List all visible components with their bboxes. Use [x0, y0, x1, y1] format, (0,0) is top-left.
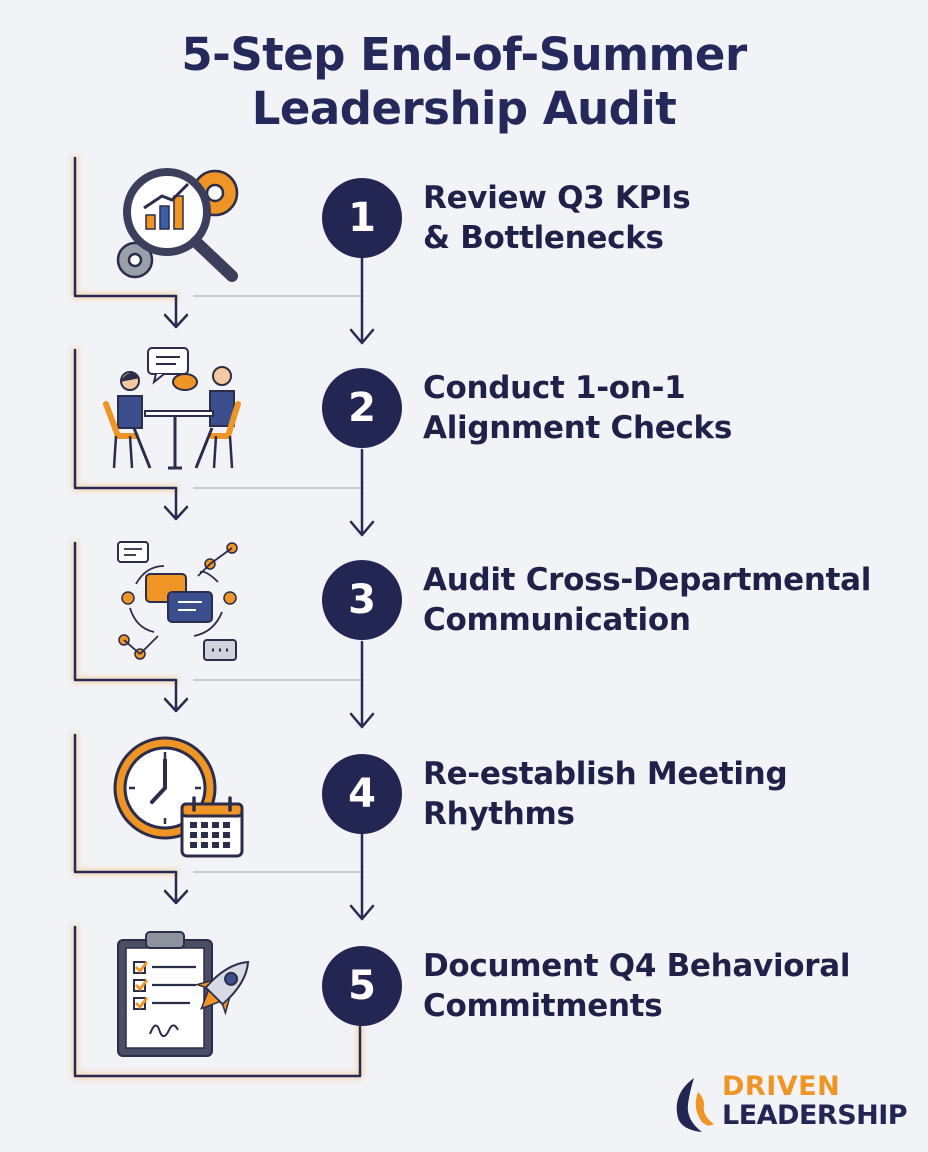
kpi-analysis-icon — [116, 168, 239, 282]
step-2-number: 2 — [322, 368, 402, 448]
step-5-label: Document Q4 Behavioral Commitments — [423, 946, 851, 1026]
title-line-2: Leadership Audit — [251, 82, 677, 135]
title-line-1: 5-Step End-of-Summer — [181, 28, 747, 81]
step-3-number: 3 — [322, 560, 402, 640]
step-1-label: Review Q3 KPIs & Bottlenecks — [423, 178, 691, 258]
step-3-label: Audit Cross-Departmental Communication — [423, 560, 871, 640]
step-3-label-line-1: Audit Cross-Departmental — [423, 562, 872, 598]
clock-calendar-icon — [113, 736, 244, 858]
arrow-1-to-2 — [349, 256, 375, 345]
step-1-label-line-1: Review Q3 KPIs — [423, 180, 691, 216]
connector-left-3 — [73, 541, 178, 712]
connector-left-1 — [73, 156, 178, 328]
arrow-4-to-5 — [349, 832, 375, 921]
step-2-label-line-2: Alignment Checks — [423, 410, 732, 446]
step-5-number: 5 — [322, 946, 402, 1026]
step-5-label-line-2: Commitments — [423, 988, 663, 1024]
arrow-3-to-4 — [349, 640, 375, 729]
communication-network-icon — [117, 541, 238, 661]
step-5-label-line-1: Document Q4 Behavioral — [423, 948, 851, 984]
brand-line-1: DRIVEN — [722, 1071, 841, 1102]
page-title: 5-Step End-of-Summer Leadership Audit — [0, 28, 928, 136]
connector-left-2 — [73, 348, 178, 520]
step-4-label: Re-establish Meeting Rhythms — [423, 754, 788, 834]
step-2-label: Conduct 1-on-1 Alignment Checks — [423, 368, 732, 448]
brand-line-2: LEADERSHIP — [722, 1100, 908, 1131]
step-1-number: 1 — [322, 178, 402, 258]
driven-leadership-logo — [676, 1078, 714, 1132]
step-2-label-line-1: Conduct 1-on-1 — [423, 370, 686, 406]
step-1-label-line-2: & Bottlenecks — [423, 220, 664, 256]
step-4-label-line-2: Rhythms — [423, 796, 575, 832]
one-on-one-meeting-icon — [103, 347, 241, 470]
arrow-2-to-3 — [349, 448, 375, 537]
step-4-label-line-1: Re-establish Meeting — [423, 756, 788, 792]
step-3-label-line-2: Communication — [423, 602, 691, 638]
connector-left-4 — [73, 733, 178, 904]
brand-wordmark: DRIVEN LEADERSHIP — [722, 1071, 908, 1131]
connector-final — [73, 925, 362, 1078]
clipboard-rocket-icon — [117, 931, 250, 1057]
step-4-number: 4 — [322, 754, 402, 834]
